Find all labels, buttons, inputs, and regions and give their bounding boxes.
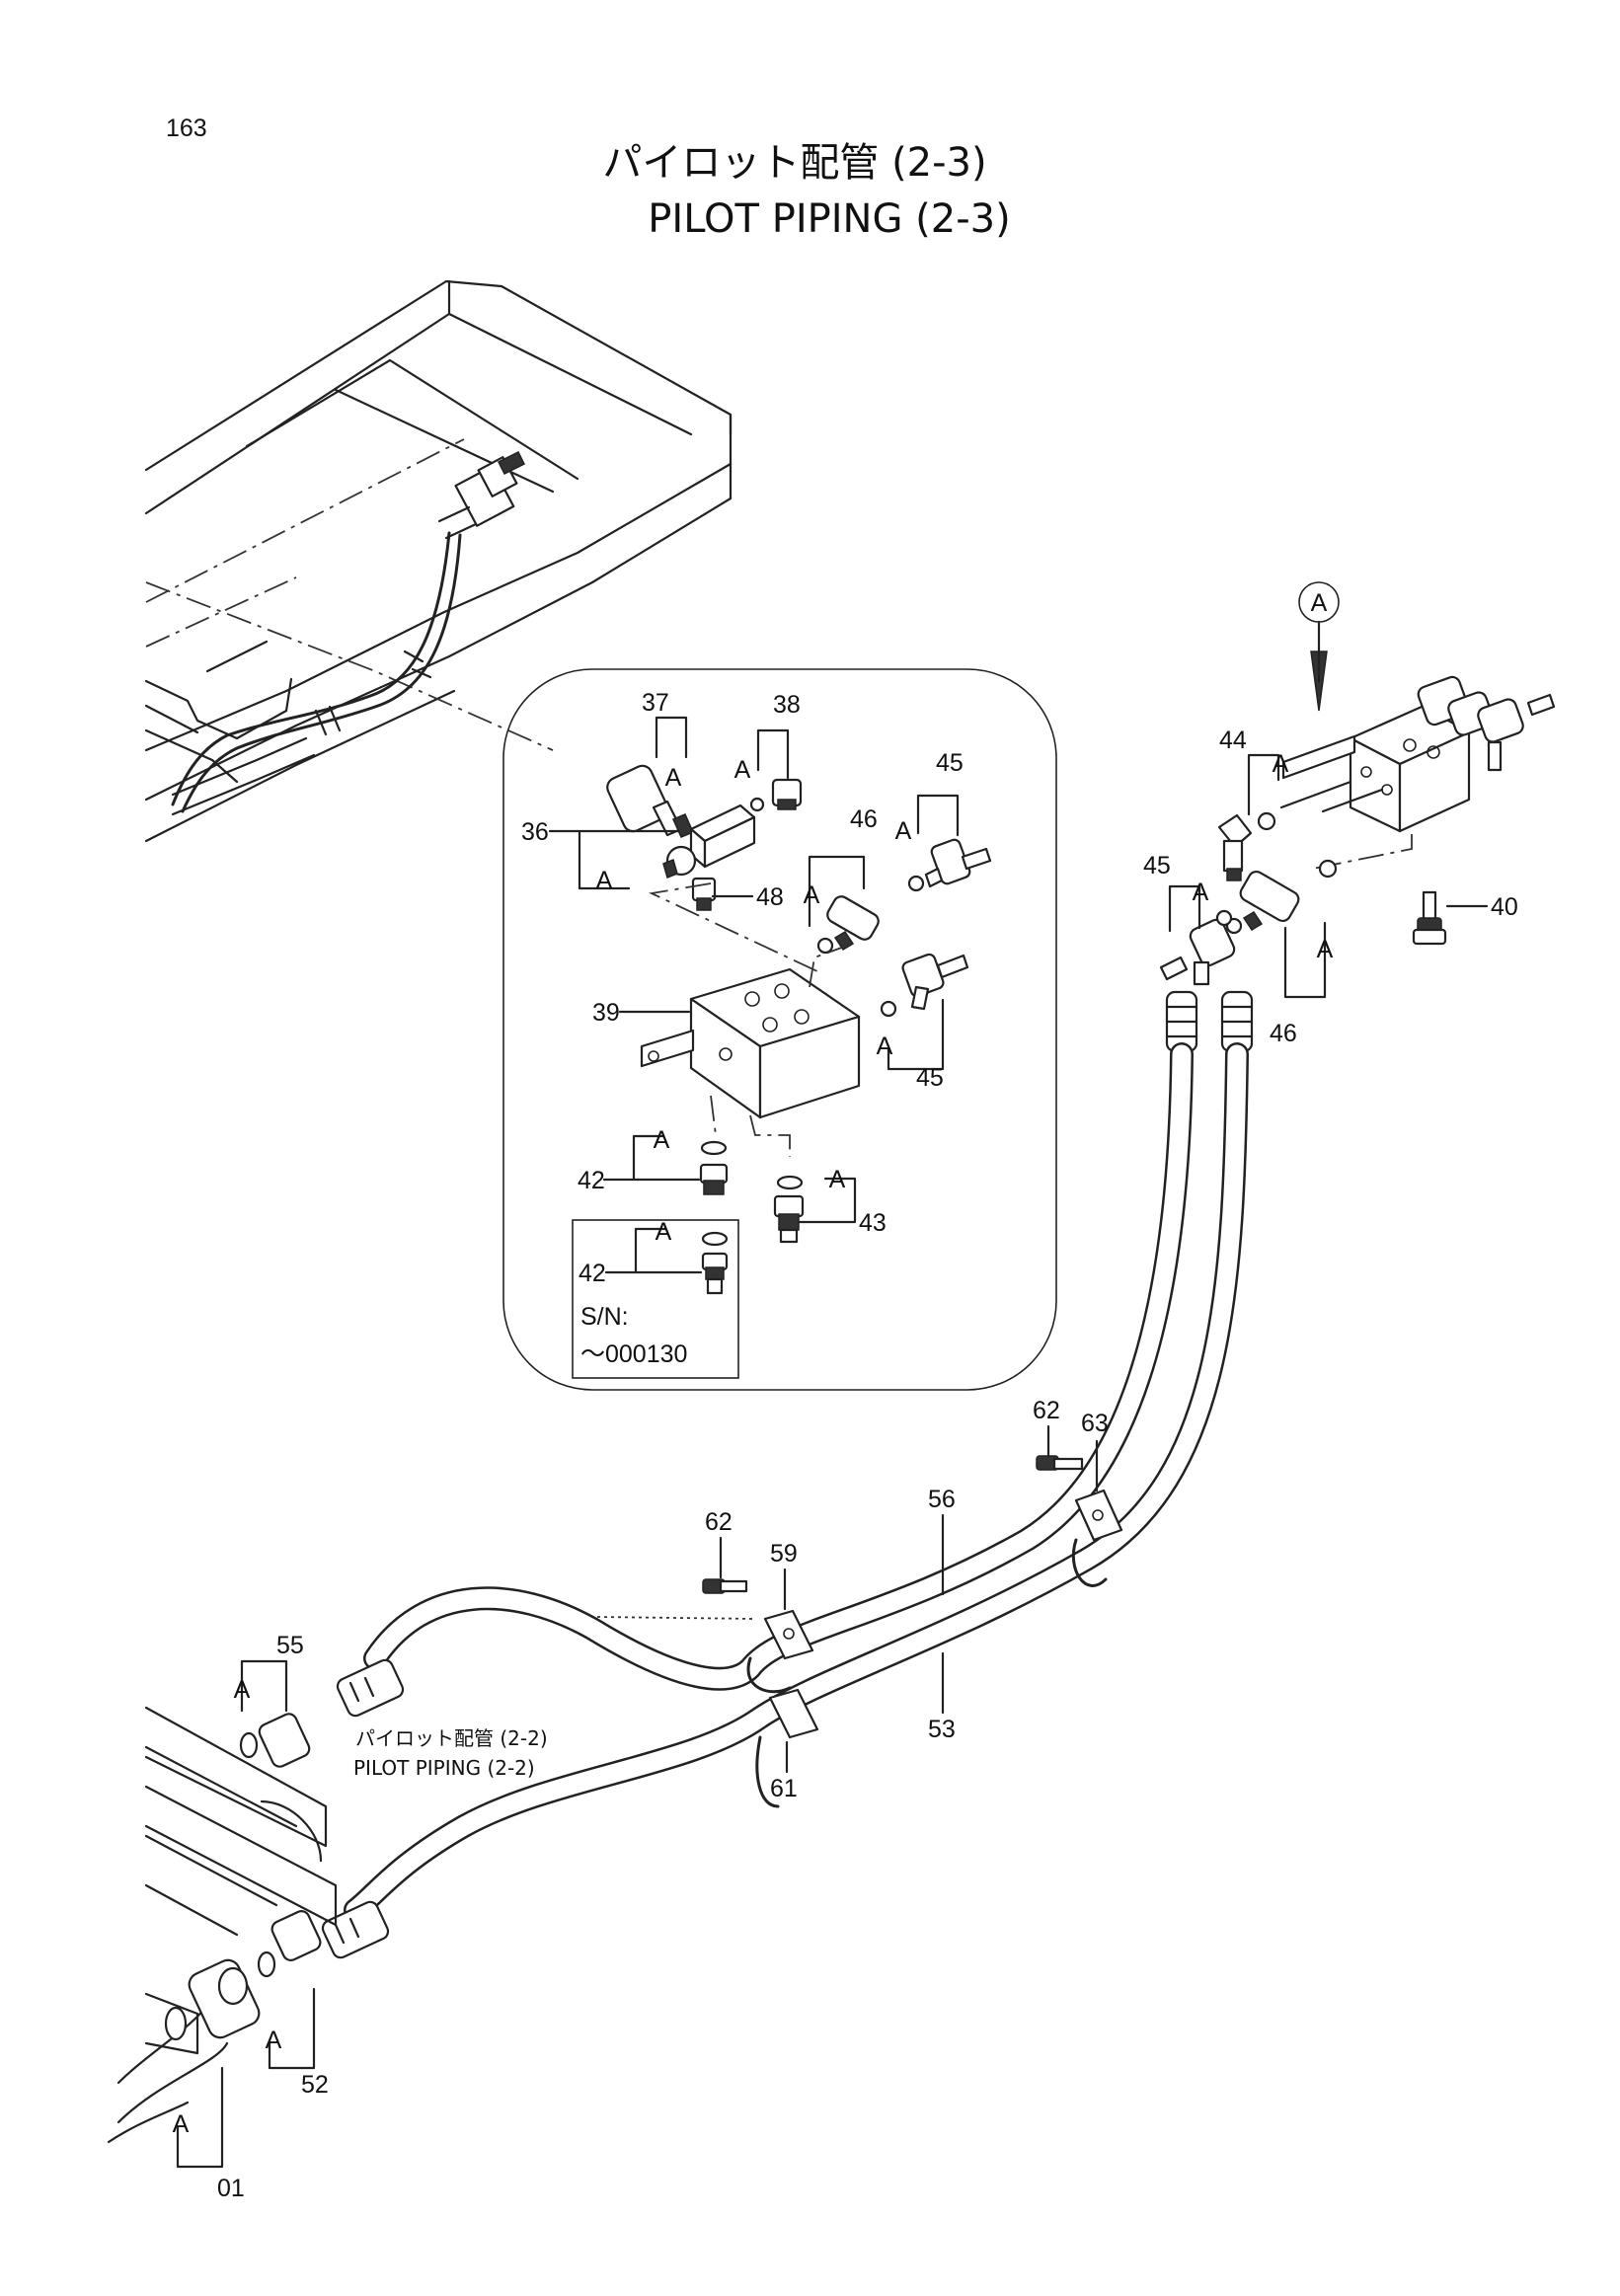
part-label-46: 46 [1270, 1020, 1297, 1047]
part-label-01: 01 [217, 2175, 245, 2202]
part-label-36: 36 [521, 818, 549, 846]
part-label-46: 46 [850, 805, 878, 833]
leader-lines [176, 620, 1489, 2169]
elbow-44 [1217, 811, 1276, 881]
part-label-45: 45 [1143, 852, 1171, 880]
tee-45-inset-lower [880, 953, 969, 1018]
part-label-37: 37 [642, 689, 669, 717]
oring-mark: A [665, 764, 682, 792]
part-label-63: 63 [1081, 1410, 1109, 1437]
plug-48 [691, 877, 717, 911]
part-label-39: 39 [592, 999, 620, 1027]
part-label-61: 61 [770, 1775, 798, 1802]
detail-callout-letter: A [1311, 589, 1328, 617]
oring-mark: A [173, 2110, 190, 2138]
reference-japanese: パイロット配管 (2-2) [355, 1726, 548, 1750]
part-label-42: 42 [579, 1260, 606, 1287]
detail-inset [502, 668, 1057, 1391]
bolt-40 [1412, 890, 1447, 946]
title-japanese: パイロット配管 (2-3) [602, 140, 986, 186]
oring-mark: A [804, 881, 820, 909]
part-label-52: 52 [301, 2071, 329, 2099]
oring-mark: A [877, 1033, 893, 1060]
oring-mark: A [596, 867, 613, 894]
serial-note-line2: ～000130 [580, 1340, 687, 1368]
clamp-59 [746, 1609, 814, 1694]
part-label-55: 55 [276, 1632, 304, 1659]
part-label-62: 62 [705, 1508, 733, 1536]
clamp-63 [1071, 1489, 1123, 1587]
adapter-46-inset [816, 895, 880, 955]
oring-mark: A [266, 2027, 282, 2054]
oring-mark: A [656, 1218, 672, 1246]
oring-mark: A [1193, 879, 1209, 906]
part-number-labels: 37 38 36 45 46 48 39 45 42 43 42 44 45 4… [217, 689, 1518, 2202]
part-label-56: 56 [928, 1486, 956, 1513]
tee-45-inset-upper [907, 838, 992, 892]
oring-mark: A [1273, 750, 1289, 778]
tee-45-right [1159, 909, 1236, 986]
bolt-62-upper [1036, 1455, 1084, 1471]
part-label-59: 59 [770, 1540, 798, 1568]
detail-callout-a: A [1298, 581, 1340, 623]
lower-frame-drawing [107, 1706, 338, 2144]
adapter-36 [662, 804, 756, 880]
oring-mark: A [1317, 936, 1334, 963]
reference-english: PILOT PIPING (2-2) [353, 1756, 535, 1780]
part-label-43: 43 [859, 1209, 887, 1237]
bolt-62-lower [702, 1578, 748, 1594]
serial-number-box [572, 1219, 739, 1379]
part-label-48: 48 [756, 883, 784, 911]
oring-mark: A [234, 1676, 251, 1704]
part-label-38: 38 [773, 691, 801, 719]
part-label-53: 53 [928, 1716, 956, 1743]
part-label-42: 42 [578, 1167, 605, 1194]
part-label-45: 45 [936, 749, 964, 777]
part-label-62: 62 [1033, 1397, 1060, 1424]
title-english: PILOT PIPING (2-3) [648, 196, 1010, 242]
plug-42-43-inset [699, 1140, 805, 1244]
part-label-45: 45 [916, 1064, 944, 1092]
oring-mark: A [734, 756, 751, 784]
oring-mark: A [895, 817, 912, 845]
oring-mark: A [829, 1166, 846, 1193]
reference-leader [596, 1616, 756, 1620]
part-label-40: 40 [1491, 893, 1518, 921]
page-number: 163 [166, 115, 207, 142]
adapter-46-right [1225, 859, 1338, 935]
oring-mark: A [654, 1126, 670, 1154]
plug-38 [749, 778, 803, 812]
upper-frame-drawing [144, 279, 733, 843]
part-label-44: 44 [1219, 727, 1247, 754]
serial-note-line1: S/N: [580, 1303, 629, 1331]
clamp-61 [755, 1688, 819, 1808]
valve-block-39 [640, 967, 861, 1119]
o-ring-markers: A A A A A A A A A A A A A A A [173, 750, 1334, 2138]
hose-assembly [321, 990, 1254, 1959]
upper-right-valve-assembly [1279, 675, 1556, 870]
